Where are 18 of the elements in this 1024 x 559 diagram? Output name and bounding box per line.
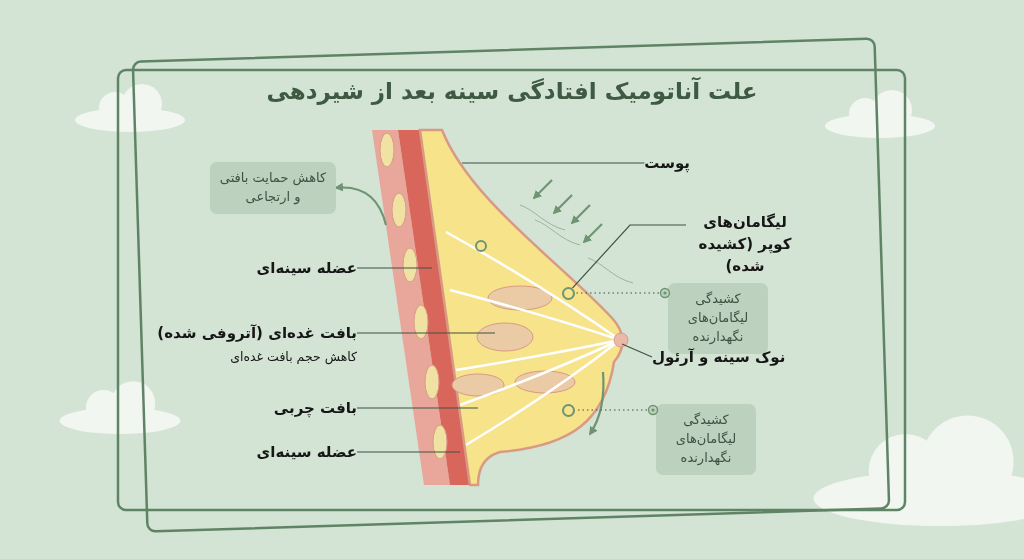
label-text: عضله سینه‌ای <box>256 443 357 461</box>
leader-line <box>356 332 496 334</box>
leader-line <box>356 267 433 269</box>
leader-line <box>356 451 461 453</box>
leader-line <box>356 407 479 409</box>
label-text: لیگامان‌های کوپر (کشیده شده) <box>686 212 804 278</box>
curved-arrow <box>334 183 388 226</box>
title: علت آناتومیک افتادگی سینه بعد از شیردهی <box>265 78 759 104</box>
note-box: کشیدگی لیگامان‌های نگهدارنده <box>656 404 756 475</box>
note-box: کاهش حمایت بافتی و ارتجاعی <box>210 162 336 214</box>
caption-text: کاهش حجم بافت غده‌ای <box>230 349 357 364</box>
label-text: عضله سینه‌ای <box>256 259 357 277</box>
label-text: بافت غده‌ای (آتروفی شده) <box>157 324 357 342</box>
leader-line <box>571 224 687 289</box>
leader-line <box>621 343 653 358</box>
leader-line <box>461 162 645 164</box>
label-text: بافت چربی <box>273 399 357 417</box>
label-text: پوست <box>644 154 690 172</box>
